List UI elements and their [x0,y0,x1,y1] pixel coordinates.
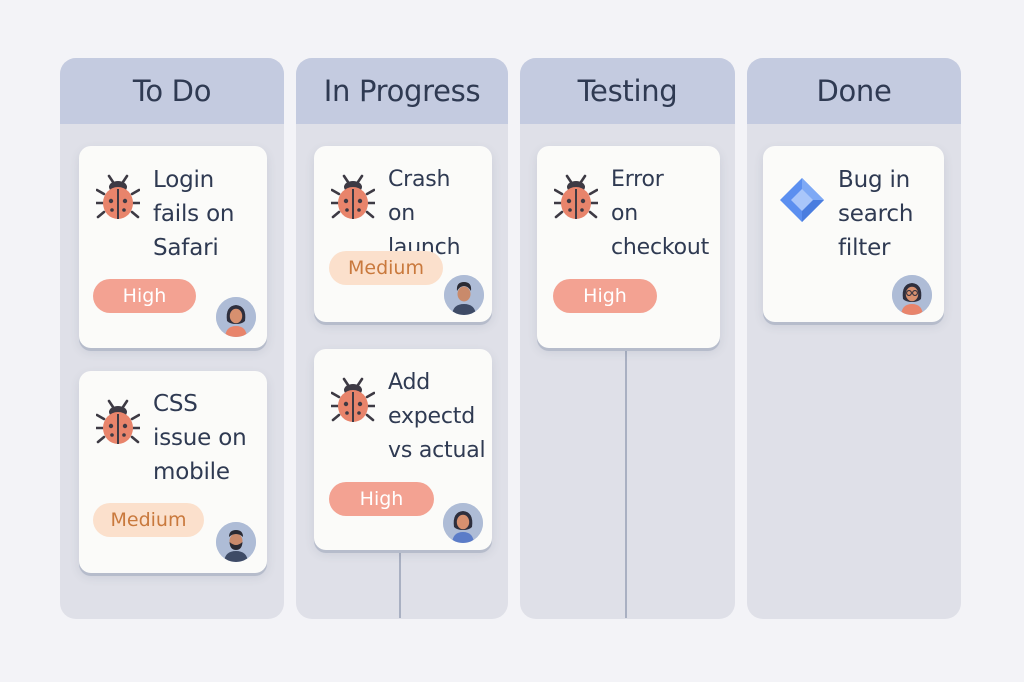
bug-icon [554,174,598,219]
column-header[interactable]: To Do [60,58,284,124]
female-avatar[interactable] [443,503,483,543]
task-card[interactable]: Bug in search filter [763,146,944,322]
priority-badge: High [553,279,657,313]
bug-card[interactable]: Add expectd vs actual High [314,349,492,550]
female-avatar[interactable] [216,297,256,337]
column-title: To Do [132,74,212,108]
bug-card[interactable]: CSS issue on mobile Medium [79,371,267,573]
column-header[interactable]: Done [747,58,961,124]
card-title: Add expectd vs actual [388,370,486,463]
card-title: Bug in search filter [838,167,914,261]
bug-card[interactable]: Crash on launch Medium [314,146,492,322]
bug-icon [331,377,375,422]
priority-badge: Medium [329,251,443,285]
bug-icon [331,174,375,219]
column-title: In Progress [323,74,481,108]
column-done: Done [747,58,961,619]
priority-badge: High [329,482,434,516]
column-header[interactable]: Testing [520,58,735,124]
card-title: Crash on launch [388,167,461,260]
priority-badge: Medium [93,503,204,537]
male-avatar[interactable] [444,275,484,315]
female-glasses-avatar[interactable] [892,275,932,315]
card-title: Error on checkout [611,167,710,260]
card-connector-line [399,552,401,618]
card-title: Login fails on Safari [153,167,235,261]
card-title: CSS issue on mobile [153,391,247,485]
bug-card[interactable]: Error on checkout High [537,146,720,348]
card-connector-line [625,349,627,618]
column-title: Testing [577,74,678,108]
diamond-icon [780,178,824,222]
column-title: Done [816,74,892,108]
bug-card[interactable]: Login fails on Safari High [79,146,267,348]
bug-icon [96,174,140,219]
bug-icon [96,399,140,444]
column-header[interactable]: In Progress [296,58,508,124]
priority-badge: High [93,279,196,313]
bearded-male-avatar[interactable] [216,522,256,562]
